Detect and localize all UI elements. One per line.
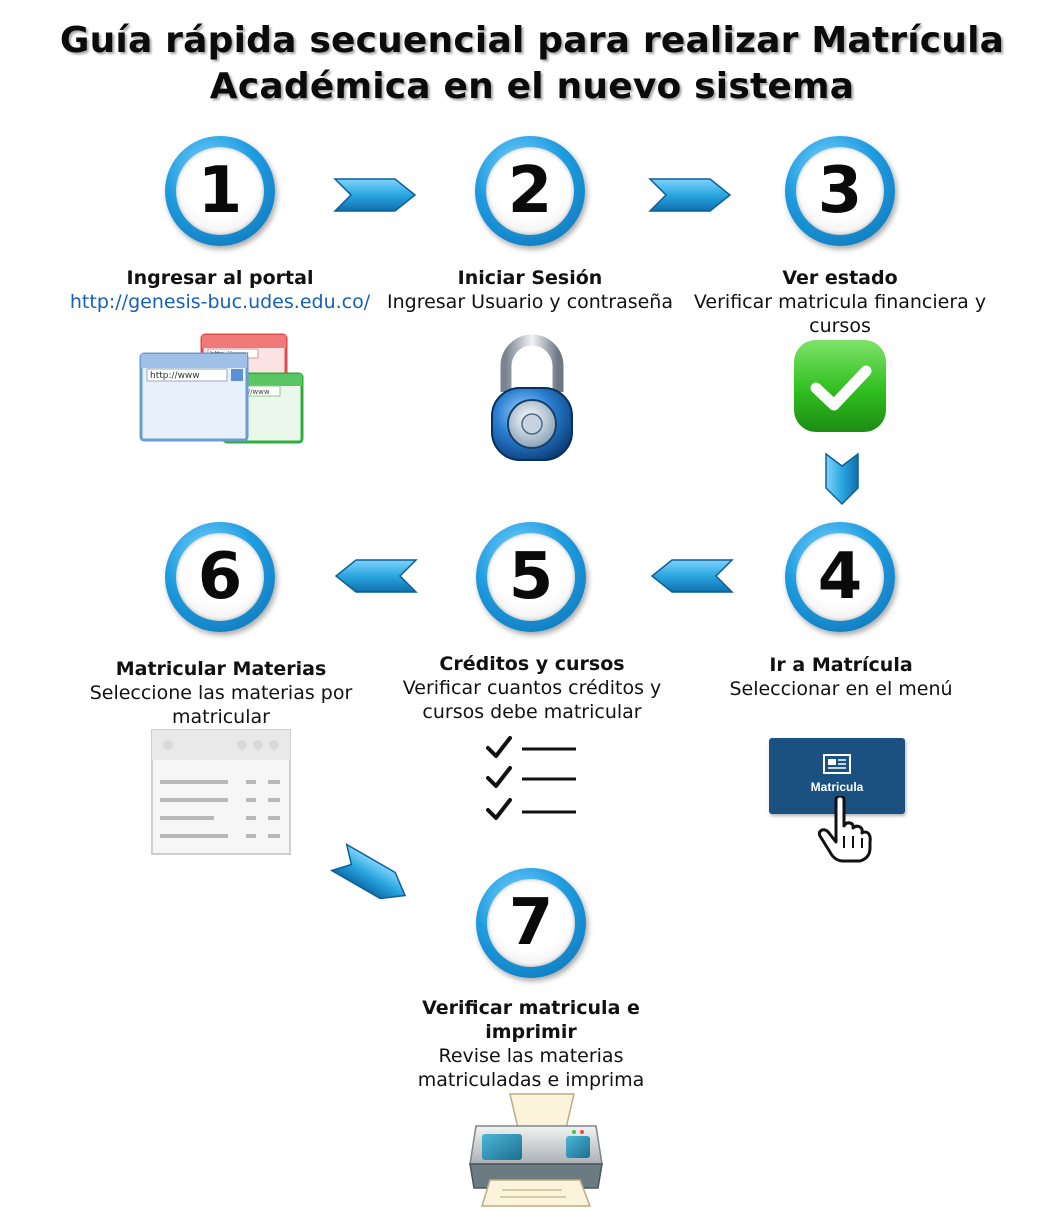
step-3-number: 3: [817, 154, 863, 228]
step-7-heading-line-1: Verificar matricula e: [422, 997, 640, 1019]
step-4-number: 4: [817, 540, 863, 614]
step-7-description-line-2: matriculadas e imprima: [417, 1069, 645, 1091]
step-6-heading: Matricular Materias: [115, 658, 327, 680]
arrow-left-icon: [650, 559, 734, 593]
portal-link[interactable]: http://genesis-buc.udes.edu.co/: [69, 291, 371, 313]
step-1-number: 1: [197, 154, 243, 228]
padlock-icon: [491, 334, 573, 461]
step-1-text: Ingresar al portal http://genesis-buc.ud…: [60, 266, 380, 314]
step-2-circle: 2: [475, 136, 585, 246]
step-5-description-line-1: Verificar cuantos créditos y: [402, 677, 662, 699]
step-7-number: 7: [508, 886, 554, 960]
step-6-circle: 6: [165, 522, 275, 632]
matricula-button-label: Matricula: [810, 780, 864, 794]
arrow-right-icon: [648, 178, 732, 212]
step-5-description-line-2: cursos debe matricular: [422, 701, 642, 723]
step-2-heading: Iniciar Sesión: [457, 267, 603, 289]
arrow-left-icon: [334, 559, 418, 593]
arrow-diagonal-icon: [330, 842, 407, 900]
hand-pointer-icon: [817, 796, 872, 863]
step-7-description-line-1: Revise las materias: [438, 1045, 624, 1067]
step-3-description-line-1: Verificar matricula financiera y: [693, 291, 987, 313]
step-3-text: Ver estado Verificar matricula financier…: [690, 266, 990, 338]
title-line-2: Académica en el nuevo sistema: [209, 66, 855, 107]
step-5-number: 5: [508, 540, 554, 614]
step-7-circle: 7: [476, 868, 586, 978]
table-window-icon: [151, 729, 291, 855]
step-4-text: Ir a Matrícula Seleccionar en el menú: [700, 653, 982, 701]
arrow-right-icon: [333, 178, 417, 212]
step-1-heading: Ingresar al portal: [126, 267, 314, 289]
step-7-heading-line-2: imprimir: [485, 1021, 577, 1043]
browser-url-text-blue: http://www: [150, 371, 200, 381]
arrow-down-icon: [825, 452, 859, 506]
check-icon: [794, 340, 886, 432]
printer-icon: [469, 1093, 603, 1207]
newspaper-icon: [823, 754, 851, 774]
step-3-heading: Ver estado: [782, 267, 898, 289]
step-2-number: 2: [507, 154, 553, 228]
step-3-description-line-2: cursos: [809, 315, 871, 337]
step-2-text: Iniciar Sesión Ingresar Usuario y contra…: [370, 266, 690, 314]
step-7-text: Verificar matricula e imprimir Revise la…: [380, 996, 682, 1092]
title-line-1: Guía rápida secuencial para realizar Mat…: [59, 20, 1005, 61]
step-6-number: 6: [197, 540, 243, 614]
step-6-description-line-1: Seleccione las materias por: [89, 682, 353, 704]
step-2-description: Ingresar Usuario y contraseña: [386, 291, 673, 313]
checklist-icon: [486, 736, 576, 820]
step-5-circle: 5: [476, 522, 586, 632]
step-4-description: Seleccionar en el menú: [729, 678, 953, 700]
step-3-circle: 3: [785, 136, 895, 246]
step-4-circle: 4: [785, 522, 895, 632]
step-1-circle: 1: [165, 136, 275, 246]
step-5-text: Créditos y cursos Verificar cuantos créd…: [380, 652, 684, 724]
step-5-heading: Créditos y cursos: [439, 653, 625, 675]
page-title: Guía rápida secuencial para realizar Mat…: [0, 18, 1064, 110]
step-4-heading: Ir a Matrícula: [769, 654, 913, 676]
browser-url-text-green: http://www: [231, 388, 270, 396]
browser-windows-icon: http://www http://www http://www: [139, 333, 304, 444]
step-6-text: Matricular Materias Seleccione las mater…: [70, 657, 372, 729]
step-6-description-line-2: matricular: [172, 706, 270, 728]
